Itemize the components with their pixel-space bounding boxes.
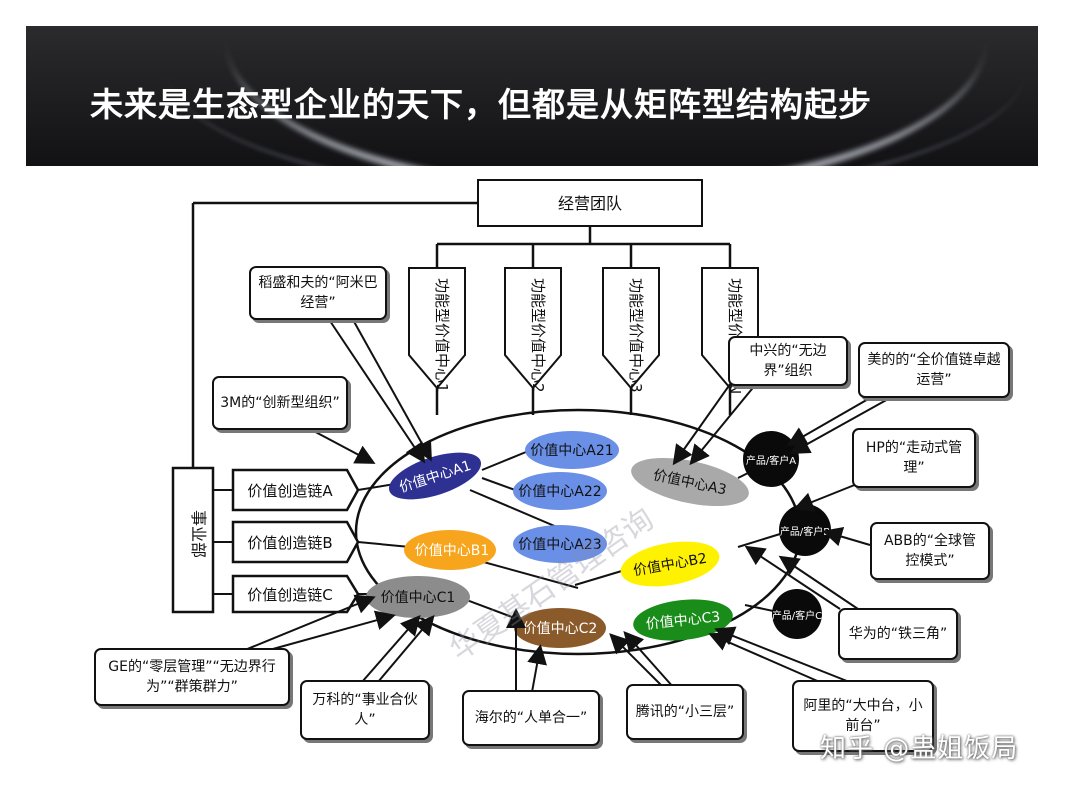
value-center-c3-label: 价值中心C3	[645, 609, 721, 633]
value-center-b1-label: 价值中心B1	[415, 543, 490, 559]
zhihu-watermark: 知乎 @蛊姐饭局	[820, 734, 1019, 764]
functional-center-1: 功能型价值中心1	[408, 267, 466, 415]
value-center-a23-label: 价值中心A23	[518, 537, 601, 553]
customer-a: 产品/客户A	[743, 431, 799, 487]
callout-abb-text: ABB的“全球管控模式”	[883, 533, 977, 569]
callout-inamori: 稻盛和夫的“阿米巴经营”	[249, 266, 387, 320]
callout-midea: 美的的“全价值链卓越运营”	[858, 342, 1010, 398]
callout-alibaba-text: 阿里的“大中台，小前台”	[803, 698, 923, 734]
callout-tencent-text: 腾讯的“小三层”	[635, 704, 735, 720]
value-center-b2: 价值中心B2	[620, 541, 720, 587]
value-center-a21: 价值中心A21	[525, 431, 619, 469]
page-title: 未来是生态型企业的天下，但都是从矩阵型结构起步	[90, 85, 872, 124]
value-center-a22-label: 价值中心A22	[518, 484, 601, 500]
callout-pointers	[239, 317, 891, 693]
callout-huawei-text: 华为的“铁三角”	[848, 626, 948, 642]
value-center-c2-shape	[514, 608, 606, 648]
functional-center-3-label: 功能型价值中心3	[627, 278, 645, 393]
functional-center-2-label: 功能型价值中心2	[529, 278, 547, 393]
functional-center-3: 功能型价值中心3	[602, 267, 660, 415]
value-center-a22-shape	[513, 472, 607, 510]
value-center-a22: 价值中心A22	[513, 472, 607, 510]
callout-midea-text: 美的的“全价值链卓越运营”	[867, 352, 1001, 388]
value-center-c3: 价值中心C3	[633, 599, 733, 641]
callout-zte: 中兴的“无边界”组织	[728, 336, 848, 386]
value-centers: 价值中心A1 价值中心A21 价值中心A22 价值中心A23 价值中心A3 价值…	[366, 431, 749, 648]
callout-haier-text: 海尔的“人单合一”	[474, 710, 588, 726]
callout-ge-text: GE的“零层管理”“无边界行为”“群策群力”	[108, 659, 276, 695]
chain-a: 价值创造链A	[213, 468, 421, 512]
tree-connectors	[191, 201, 732, 468]
title-banner: 未来是生态型企业的天下，但都是从矩阵型结构起步	[26, 26, 1038, 166]
callout-zte-text: 中兴的“无边界”组织	[749, 343, 827, 379]
customer-b: 产品/客户B	[779, 504, 831, 556]
callout-vanke: 万科的“事业合伙人”	[300, 680, 430, 740]
callout-alibaba: 阿里的“大中台，小前台”	[792, 680, 934, 752]
callout-haier: 海尔的“人单合一”	[462, 690, 600, 746]
value-center-c1-label: 价值中心C1	[381, 590, 456, 606]
value-center-a21-shape	[525, 431, 619, 469]
chain-b: 价值创造链B	[213, 520, 411, 564]
functional-center-1-label: 功能型价值中心1	[433, 278, 451, 393]
value-center-a23: 价值中心A23	[513, 525, 607, 563]
customer-c: 产品/客户C	[772, 589, 822, 639]
value-center-a1-shape	[388, 452, 482, 500]
callout-3m: 3M的“创新型组织”	[212, 376, 348, 430]
value-center-b1: 价值中心B1	[404, 530, 496, 570]
top-node-box	[477, 179, 703, 227]
customer-a-label: 产品/客户A	[746, 454, 796, 467]
chain-c-label: 价值创造链C	[247, 586, 332, 604]
callout-tencent: 腾讯的“小三层”	[626, 684, 744, 740]
customer-b-label: 产品/客户B	[780, 525, 830, 538]
functional-centers: 功能型价值中心1 功能型价值中心2 功能型价值中心3 功能型价值中心N	[408, 267, 759, 415]
customer-c-label: 产品/客户C	[772, 609, 822, 622]
value-center-a23-shape	[513, 525, 607, 563]
division-label: 事业部	[189, 510, 208, 558]
callout-ge: GE的“零层管理”“无边界行为”“群策群力”	[94, 648, 290, 706]
value-center-b2-shape	[620, 541, 720, 587]
value-center-c2-label: 价值中心C2	[523, 621, 598, 637]
top-node-label: 经营团队	[558, 194, 622, 213]
value-chains: 价值创造链A 价值创造链B 价值创造链C	[213, 468, 421, 614]
value-center-a3: 价值中心A3	[631, 457, 749, 507]
callout-3m-text: 3M的“创新型组织”	[220, 395, 340, 411]
value-center-c2: 价值中心C2	[514, 608, 606, 648]
functional-center-2: 功能型价值中心2	[504, 267, 562, 415]
callout-huawei: 华为的“铁三角”	[838, 608, 958, 660]
callout-vanke-text: 万科的“事业合伙人”	[312, 692, 418, 728]
customers: 产品/客户A 产品/客户B 产品/客户C	[743, 431, 831, 639]
callout-abb: ABB的“全球管控模式”	[870, 522, 990, 580]
callout-hp-text: HP的“走动式管理”	[865, 440, 963, 476]
chain-b-label: 价值创造链B	[247, 534, 332, 552]
callout-hp: HP的“走动式管理”	[852, 428, 976, 488]
callout-inamori-text: 稻盛和夫的“阿米巴经营”	[258, 275, 378, 311]
chain-c: 价值创造链C	[213, 574, 378, 614]
value-center-b1-shape	[404, 530, 496, 570]
division-box	[171, 466, 215, 614]
value-center-c1-shape	[366, 576, 470, 618]
value-center-a3-shape	[631, 457, 749, 507]
chain-a-label: 价值创造链A	[247, 482, 333, 500]
value-center-a21-label: 价值中心A21	[530, 443, 613, 459]
value-center-c1: 价值中心C1	[366, 576, 470, 618]
value-center-c3-shape	[633, 599, 733, 641]
